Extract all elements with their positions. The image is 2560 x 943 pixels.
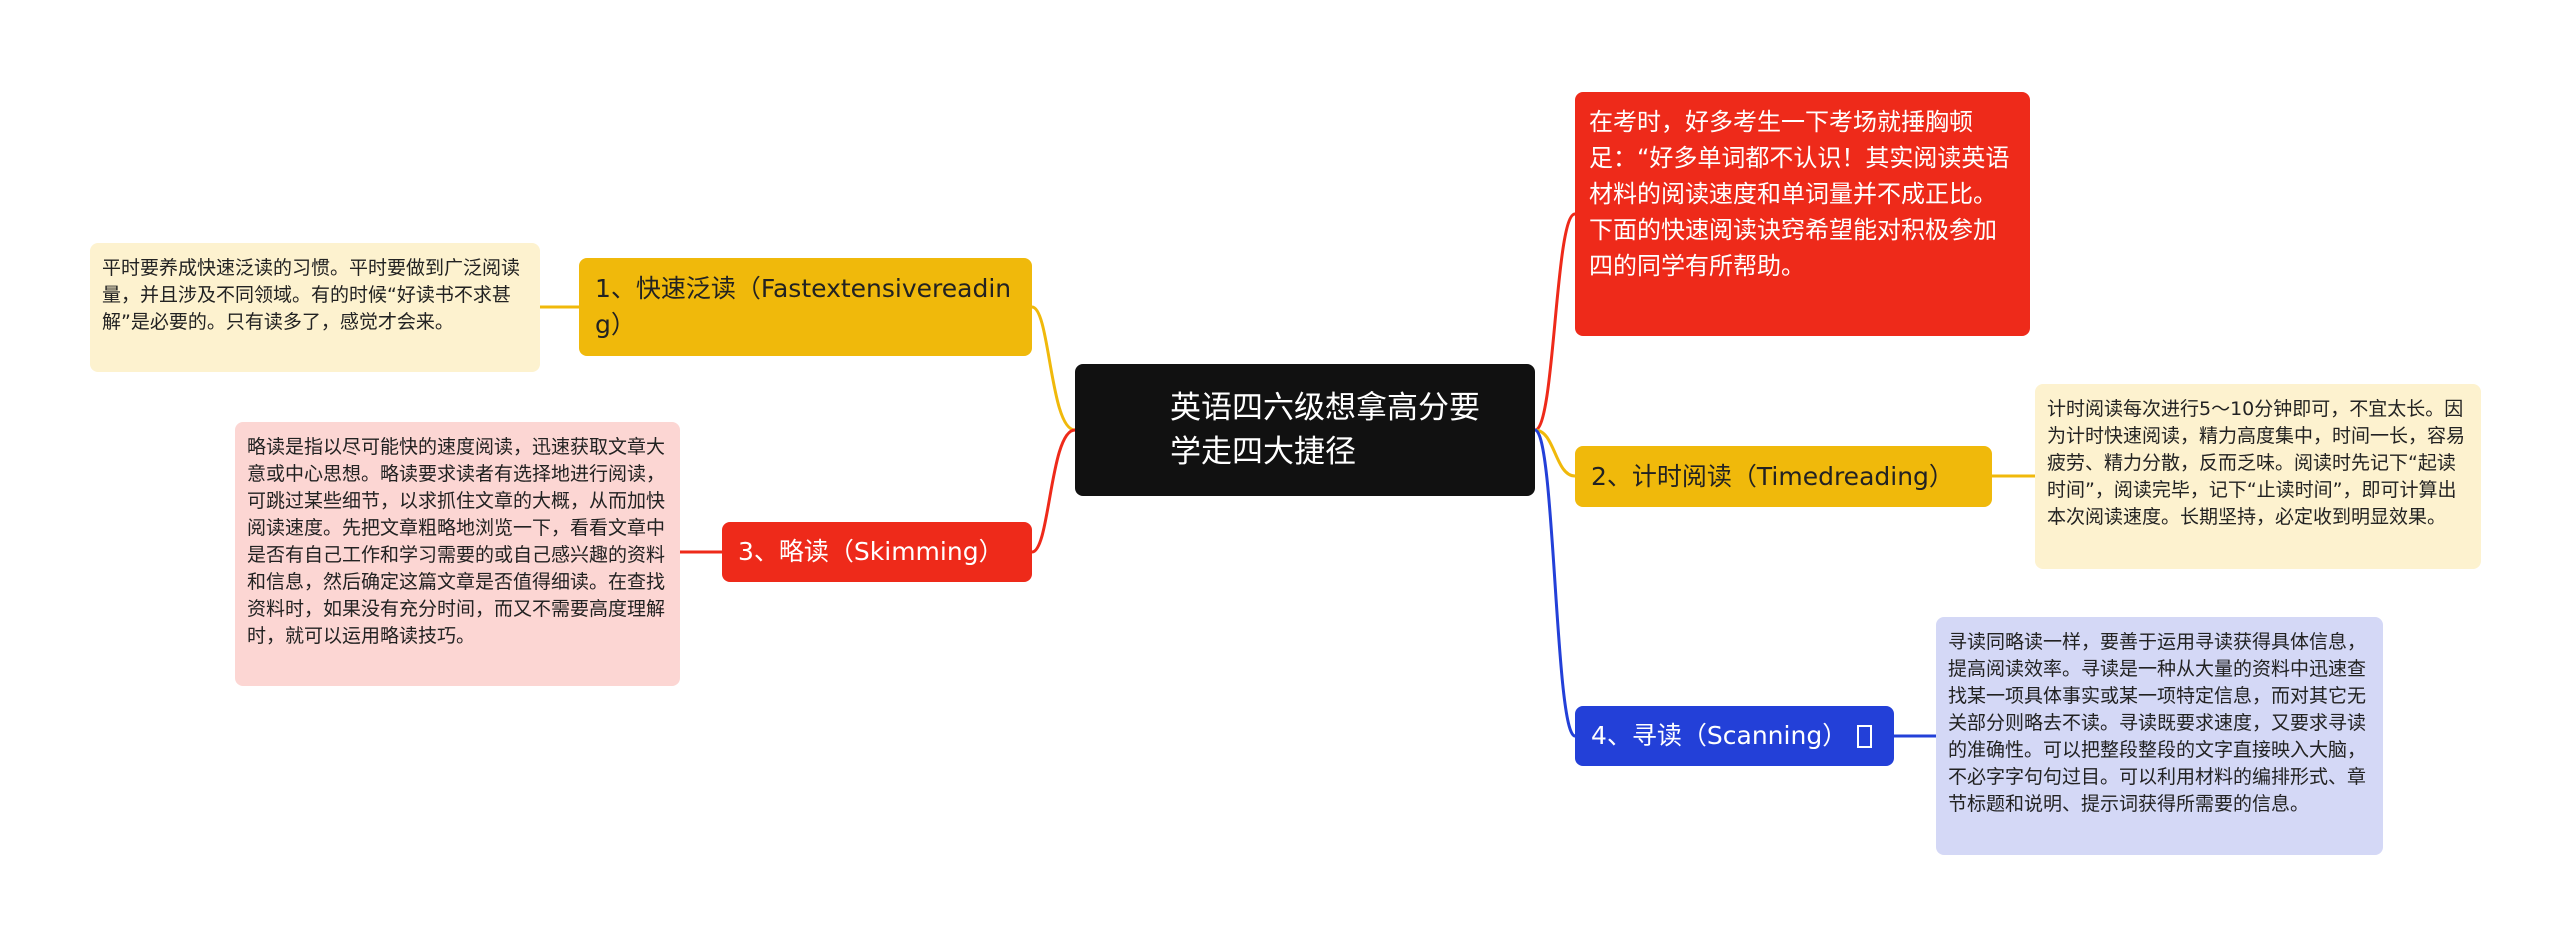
note-2-text: 计时阅读每次进行5～10分钟即可，不宜太长。因为计时快速阅读，精力高度集中，时间… — [2047, 398, 2466, 528]
connector-branch-4 — [1533, 428, 1577, 738]
branch-4-label: 4、寻读（Scanning） — [1591, 721, 1848, 750]
note-3-text: 略读是指以尽可能快的速度阅读，迅速获取文章大意或中心思想。略读要求读者有选择地进… — [247, 436, 666, 647]
note-1-text: 平时要养成快速泛读的习惯。平时要做到广泛阅读量，并且涉及不同领域。有的时候“好读… — [102, 257, 521, 333]
center-title: 英语四六级想拿高分要学走四大捷径 — [1170, 390, 1480, 470]
branch-2-label: 2、计时阅读（Timedreading） — [1591, 461, 1954, 491]
branch-3-label: 3、略读（Skimming） — [738, 537, 1004, 566]
branch-1-label: 1、快速泛读（Fastextensivereading） — [595, 274, 1012, 339]
center-topic[interactable]: 英语四六级想拿高分要学走四大捷径 — [1075, 364, 1535, 496]
placeholder-glyph-icon — [1857, 724, 1873, 748]
branch-1[interactable]: 1、快速泛读（Fastextensivereading） — [579, 258, 1032, 356]
intro-text: 在考时，好多考生一下考场就捶胸顿足：“好多单词都不认识！其实阅读英语材料的阅读速… — [1589, 108, 2010, 280]
branch-3[interactable]: 3、略读（Skimming） — [722, 522, 1032, 582]
connector-branch-3 — [1031, 428, 1076, 554]
branch-4[interactable]: 4、寻读（Scanning） — [1575, 706, 1894, 766]
connector-intro — [1534, 212, 1576, 432]
intro-topic[interactable]: 在考时，好多考生一下考场就捶胸顿足：“好多单词都不认识！其实阅读英语材料的阅读速… — [1575, 92, 2030, 336]
branch-2[interactable]: 2、计时阅读（Timedreading） — [1575, 446, 1992, 507]
note-2[interactable]: 计时阅读每次进行5～10分钟即可，不宜太长。因为计时快速阅读，精力高度集中，时间… — [2035, 384, 2481, 569]
connector-branch-1 — [1031, 305, 1076, 432]
connector-branch-2 — [1534, 428, 1576, 478]
note-3[interactable]: 略读是指以尽可能快的速度阅读，迅速获取文章大意或中心思想。略读要求读者有选择地进… — [235, 422, 680, 686]
note-4[interactable]: 寻读同略读一样，要善于运用寻读获得具体信息，提高阅读效率。寻读是一种从大量的资料… — [1936, 617, 2383, 855]
note-4-text: 寻读同略读一样，要善于运用寻读获得具体信息，提高阅读效率。寻读是一种从大量的资料… — [1948, 631, 2367, 815]
note-1[interactable]: 平时要养成快速泛读的习惯。平时要做到广泛阅读量，并且涉及不同领域。有的时候“好读… — [90, 243, 540, 372]
